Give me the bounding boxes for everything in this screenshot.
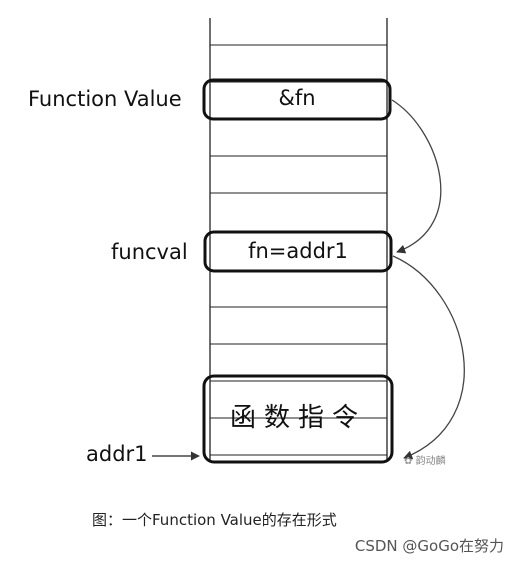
fn-assign-text: fn=addr1 xyxy=(248,239,348,263)
watermark-logo: ✿ 韵动麟 xyxy=(404,452,446,467)
pointer-arrow-funcval-to-instructions xyxy=(392,255,465,460)
funcval-box xyxy=(203,230,393,273)
fn-pointer-text: &fn xyxy=(278,86,316,110)
pointer-arrow-fn-to-funcval xyxy=(391,99,442,254)
csdn-author-credit: CSDN @GoGo在努力 xyxy=(354,537,504,555)
funcval-label: funcval xyxy=(111,240,188,264)
function-instructions-box xyxy=(202,374,394,464)
function-instructions-text: 函数指令 xyxy=(229,403,366,433)
wechat-icon: ✿ xyxy=(404,456,413,467)
function-value-label: Function Value xyxy=(28,87,182,111)
addr1-label: addr1 xyxy=(86,442,148,466)
watermark-text: 韵动麟 xyxy=(415,456,446,467)
function-value-box xyxy=(202,78,392,121)
figure-caption: 图：一个Function Value的存在形式 xyxy=(92,511,337,529)
